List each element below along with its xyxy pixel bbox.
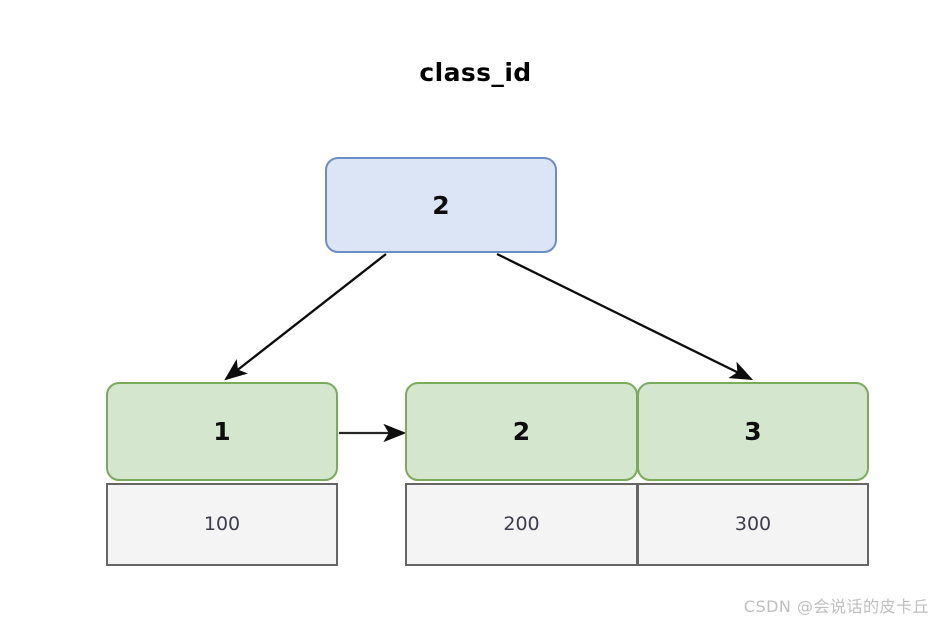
leaf-key-label: 2 [512, 417, 531, 446]
edge-root-to-group1 [224, 253, 387, 381]
page-title: class_id [419, 58, 532, 87]
root-node-label: 2 [432, 190, 450, 220]
leaf-value-cell[interactable]: 100 [106, 483, 338, 566]
leaf-value-cell[interactable]: 200 [405, 483, 638, 566]
leaf-value-label: 200 [503, 513, 540, 535]
leaf-key-cell[interactable]: 1 [106, 382, 338, 481]
leaf-key-label: 1 [213, 417, 231, 446]
leaf-key-cell[interactable]: 3 [637, 382, 869, 481]
root-node[interactable]: 2 [325, 157, 557, 253]
leaf-value-cell[interactable]: 300 [637, 483, 869, 566]
watermark: CSDN @会说话的皮卡丘 [743, 597, 929, 616]
leaf-key-cell[interactable]: 2 [405, 382, 638, 481]
leaf-value-label: 300 [734, 513, 772, 535]
edge-root-to-group2 [496, 252, 754, 381]
leaf-value-label: 100 [203, 513, 241, 535]
leaf-key-label: 3 [744, 417, 762, 446]
